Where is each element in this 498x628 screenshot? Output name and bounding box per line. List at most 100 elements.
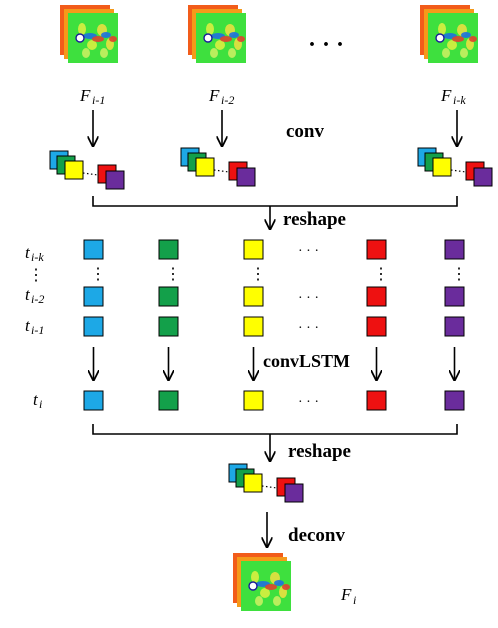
output-field-stack-frames xyxy=(233,553,291,611)
reshaped-feature-stack-items-purple xyxy=(284,483,304,503)
conv-feature-stack-1-yellow xyxy=(64,160,84,180)
input-field-stack-2-vortex xyxy=(215,40,225,50)
conv-feature-stack-1 xyxy=(49,150,125,190)
grid-square-red-t-i-k xyxy=(366,239,387,260)
grid-square-red-t-i-2 xyxy=(366,286,387,307)
reshaped-feature-stack-items-link xyxy=(261,485,278,489)
input-field-stack-2-vortex xyxy=(229,32,239,38)
row-label-ellipsis: ⋮ xyxy=(28,267,44,284)
deconv-label: deconv xyxy=(288,525,346,546)
grid-square-blue-t-i xyxy=(83,390,104,411)
input-field-stack-2-vortex xyxy=(206,23,214,35)
output-field-stack xyxy=(233,553,291,611)
row-label-t-i-1-base: t xyxy=(25,316,31,335)
grid-vellipsis-red: ⋮ xyxy=(373,266,389,283)
conv-feature-stack-2-link xyxy=(213,169,230,173)
grid-square-green-t-i-k xyxy=(158,239,179,260)
grid-square-purple-t-i-1 xyxy=(444,316,465,337)
grid-square-green-t-i xyxy=(158,390,179,411)
row-label-t-i-k-base: t xyxy=(25,243,31,262)
grid-square-yellow-t-i-1 xyxy=(243,316,264,337)
input-label-2: F i-2 xyxy=(208,86,234,107)
row-label-t-i-1: t i-1 xyxy=(25,316,44,337)
input-field-stack-2-cylinder xyxy=(203,33,213,43)
grid-square-red-t-i xyxy=(366,390,387,411)
input-label-1: F i-1 xyxy=(79,86,105,107)
output-field-stack-frames-vortex xyxy=(260,588,270,598)
grid-square-yellow-t-i-k xyxy=(243,239,264,260)
input-field-stack-2 xyxy=(188,5,246,63)
input-field-stack-k-vortex xyxy=(469,36,477,42)
input-label-2-base: F xyxy=(208,86,220,105)
grid-square-green-t-i-1 xyxy=(158,316,179,337)
grid-ellipsis-t-i-2: · · · xyxy=(298,291,319,306)
grid-square-blue-t-i-2 xyxy=(83,286,104,307)
input-field-stack-1-vortex xyxy=(78,23,86,35)
input-field-stack-1-cylinder xyxy=(75,33,85,43)
input-field-stack-1-vortex xyxy=(101,32,111,38)
output-label-sub: i xyxy=(353,593,356,607)
input-label-1-base: F xyxy=(79,86,91,105)
row-label-t-i-k: t i-k xyxy=(25,243,44,264)
row-label-t-i-1-sub: i-1 xyxy=(31,323,44,337)
output-field-stack-frames-vortex xyxy=(265,584,277,590)
input-field-stack-k-vortex xyxy=(447,40,457,50)
input-label-1-sub: i-1 xyxy=(92,93,105,107)
row-label-t-i-base: t xyxy=(33,390,39,409)
conv-feature-stacks xyxy=(49,147,493,190)
grid-square-blue-t-i-k xyxy=(83,239,104,260)
output-field-stack-frames-vortex xyxy=(255,596,263,606)
input-field-stack-k-vortex xyxy=(461,32,471,38)
input-field-stack-k-cylinder xyxy=(435,33,445,43)
input-field-stack-2-vortex xyxy=(220,36,232,42)
reshape-bottom-label: reshape xyxy=(288,441,351,462)
output-field-stack-frames-vortex xyxy=(251,571,259,583)
grid-square-green-t-i-2 xyxy=(158,286,179,307)
row-label-t-i: t i xyxy=(33,390,42,411)
input-field-stack-k-vortex xyxy=(438,23,446,35)
grid-vellipsis-purple: ⋮ xyxy=(451,266,467,283)
conv-label: conv xyxy=(286,121,325,142)
reshape-top-label: reshape xyxy=(283,209,346,230)
conv-feature-stack-k-yellow xyxy=(432,157,452,177)
grid-ellipsis-t-i-1: · · · xyxy=(298,321,319,336)
input-field-stack-1-vortex xyxy=(109,36,117,42)
input-field-stack-k-vortex xyxy=(460,48,468,58)
reshape-top-bracket xyxy=(92,196,458,207)
convlstm-label: convLSTM xyxy=(263,351,350,371)
output-field-stack-frames-vortex xyxy=(282,584,290,590)
conv-feature-stack-k-purple xyxy=(473,167,493,187)
input-field-stack-1-vortex xyxy=(92,36,104,42)
input-label-k-base: F xyxy=(440,86,452,105)
input-field-stack-1 xyxy=(60,5,118,63)
input-field-stack-2-vortex xyxy=(228,48,236,58)
output-field-stack-frames-cylinder xyxy=(248,581,258,591)
output-label: F i xyxy=(340,585,356,607)
row-label-t-i-2-sub: i-2 xyxy=(31,292,44,306)
row-label-t-i-k-sub: i-k xyxy=(31,250,44,264)
input-field-stack-2-vortex xyxy=(237,36,245,42)
reshape-bottom-bracket xyxy=(92,424,458,435)
grid-ellipsis-t-i-k: · · · xyxy=(298,244,319,259)
grid-vellipsis-green: ⋮ xyxy=(165,266,181,283)
output-field-stack-frames-vortex xyxy=(274,580,284,586)
input-field-stack-1-vortex xyxy=(82,48,90,58)
output-label-base: F xyxy=(340,585,352,604)
input-label-k-sub: i-k xyxy=(453,93,466,107)
input-field-stack-1-vortex xyxy=(87,40,97,50)
conv-feature-stack-k-link xyxy=(450,169,467,173)
row-label-t-i-2-base: t xyxy=(25,285,31,304)
input-label-k: F i-k xyxy=(440,86,466,107)
grid-square-red-t-i-1 xyxy=(366,316,387,337)
row-label-t-i-sub: i xyxy=(39,397,42,411)
conv-feature-stack-2-purple xyxy=(236,167,256,187)
conv-feature-stack-2 xyxy=(180,147,256,187)
grid-square-purple-t-i-2 xyxy=(444,286,465,307)
grid-square-purple-t-i xyxy=(444,390,465,411)
row-label-t-i-2: t i-2 xyxy=(25,285,44,306)
inputs-ellipsis: · · · xyxy=(308,32,344,58)
input-field-stack-k xyxy=(420,5,478,63)
conv-feature-stack-2-yellow xyxy=(195,157,215,177)
